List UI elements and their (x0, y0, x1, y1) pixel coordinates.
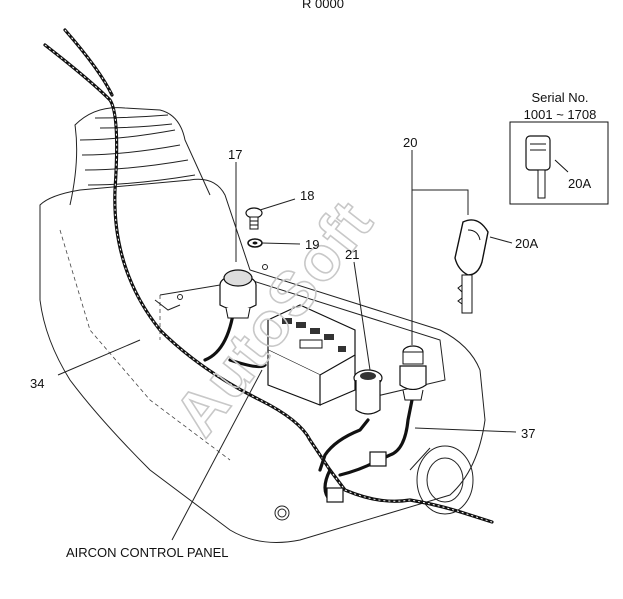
inset-serial-title: Serial No. (531, 90, 588, 105)
callout-18: 18 (300, 188, 314, 203)
serial-inset (509, 121, 609, 205)
callout-20a: 20A (515, 236, 538, 251)
aircon-control-panel-part (267, 304, 356, 406)
lever-boot (69, 107, 211, 206)
key-part (454, 219, 489, 314)
socket-part (353, 369, 383, 415)
callout-aircon-control-panel: AIRCON CONTROL PANEL (66, 545, 229, 560)
power-socket-part (219, 269, 257, 319)
callout-17: 17 (228, 147, 242, 162)
callout-34: 34 (30, 376, 44, 391)
inset-part-label: 20A (568, 176, 591, 191)
ignition-switch-part (399, 345, 427, 401)
leader-lines (57, 150, 517, 541)
callout-19: 19 (305, 237, 319, 252)
inset-serial-range: 1001 ~ 1708 (524, 107, 597, 122)
inset-key-part (525, 135, 551, 199)
washer-part (247, 238, 263, 248)
callout-37: 37 (521, 426, 535, 441)
connector-a (326, 451, 387, 503)
callout-21: 21 (345, 247, 359, 262)
callout-20: 20 (403, 135, 417, 150)
screw-part (245, 207, 263, 230)
corner-mark: R 0000 (302, 0, 344, 11)
